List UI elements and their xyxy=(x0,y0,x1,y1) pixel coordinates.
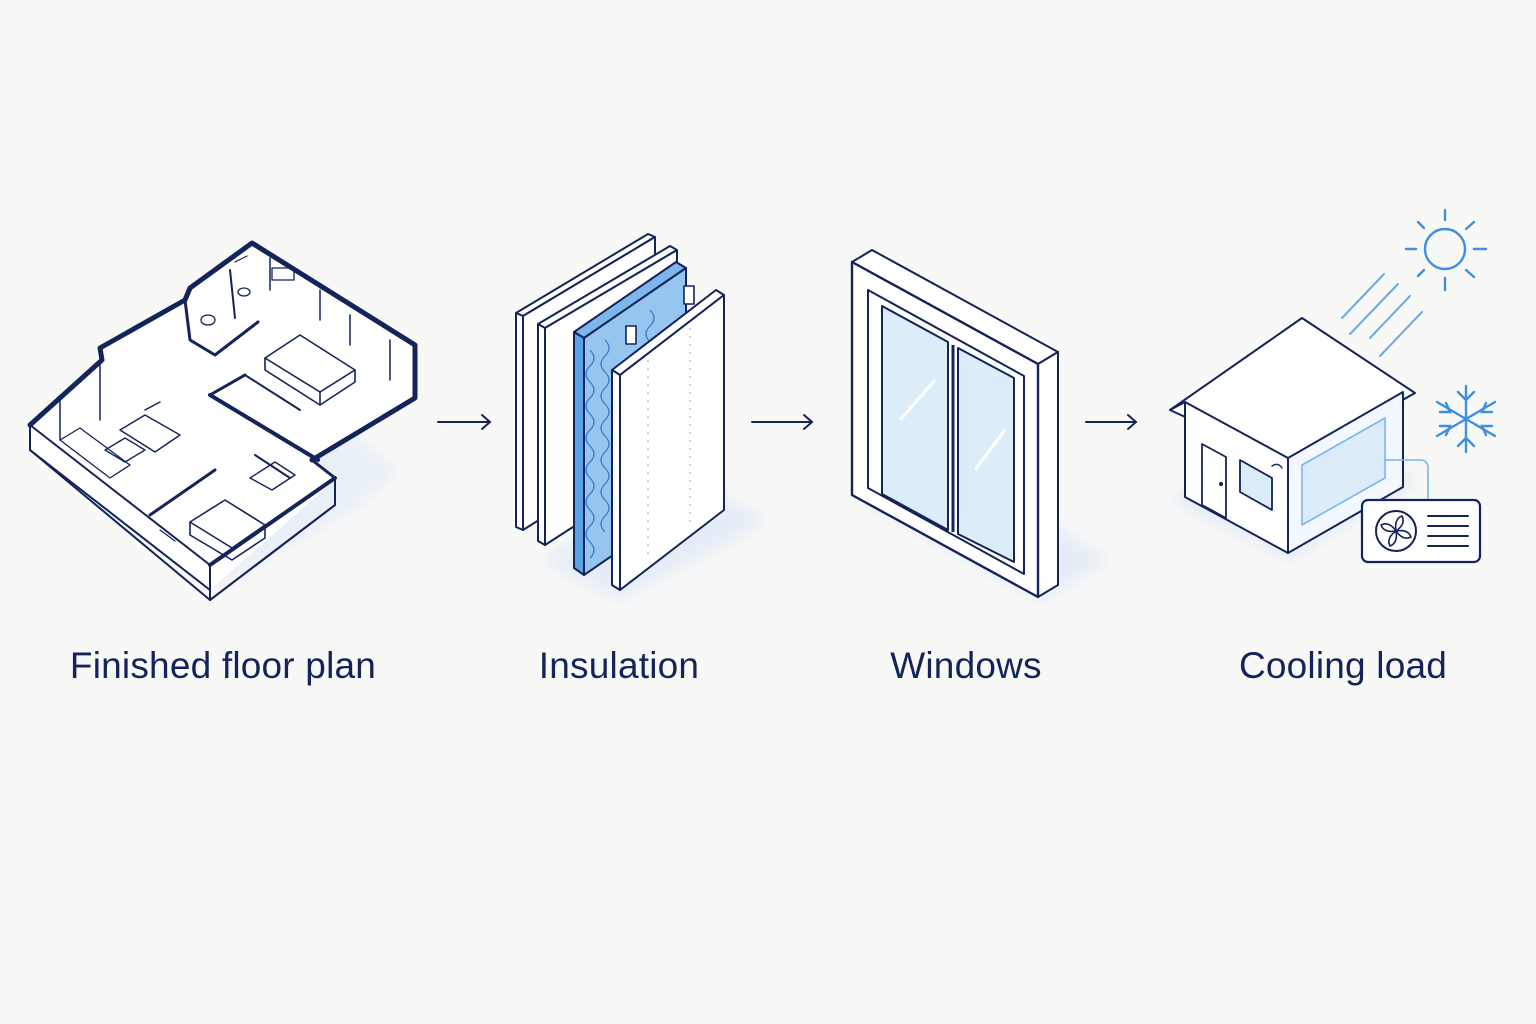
insulation-layers-icon xyxy=(515,233,770,600)
step-label-floor-plan: Finished floor plan xyxy=(69,645,377,686)
snowflake-icon xyxy=(1435,384,1497,454)
arrow-right-icon xyxy=(751,414,814,430)
house-cooling-icon xyxy=(1169,317,1429,560)
arrow-right-icon xyxy=(437,414,492,430)
ac-unit-icon xyxy=(1360,498,1482,564)
floor-plan-icon xyxy=(27,240,418,601)
arrow-right-icon xyxy=(1085,414,1138,430)
step-label-windows: Windows xyxy=(890,645,1042,686)
sun-rays-icon xyxy=(1341,273,1423,357)
step-label-insulation: Insulation xyxy=(538,645,700,686)
step-label-cooling-load: Cooling load xyxy=(1238,645,1448,686)
sun-icon xyxy=(1404,208,1488,292)
window-icon xyxy=(850,249,1110,600)
